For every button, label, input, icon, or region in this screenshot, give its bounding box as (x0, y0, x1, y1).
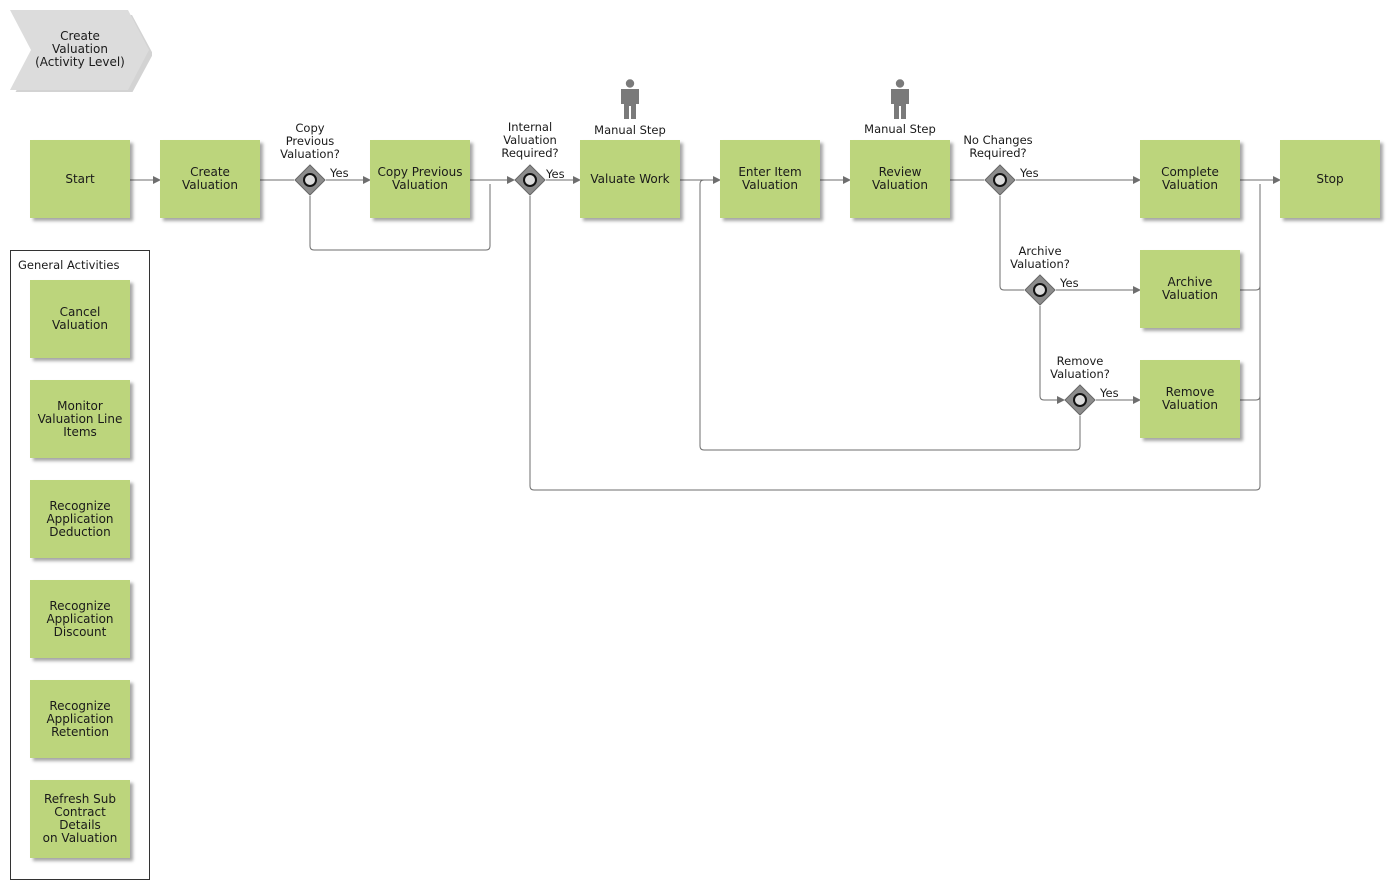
gateway-diamond-icon[interactable] (984, 164, 1016, 196)
process-chevron (10, 10, 152, 92)
flow-gw3-to-gw4 (999, 196, 1024, 291)
gateway-label-copy-previous: Copy Previous Valuation? (280, 121, 340, 161)
process-title: Create Valuation (Activity Level) (35, 29, 125, 69)
gateway-label-archive: Archive Valuation? (1010, 244, 1070, 271)
flow-gw2-bypass (529, 184, 1261, 491)
activity-valuate-work[interactable]: Valuate Work (580, 140, 680, 218)
general-activities-title: General Activities (18, 258, 120, 272)
gateway-label-no-changes: No Changes Required? (963, 133, 1033, 160)
gateway-diamond-icon[interactable] (1024, 274, 1056, 306)
activity-review-valuation[interactable]: Review Valuation (850, 140, 950, 218)
gateway-diamond-icon[interactable] (1064, 384, 1096, 416)
general-activity-item[interactable]: Monitor Valuation Line Items (30, 380, 130, 458)
activity-remove-valuation[interactable]: Remove Valuation (1140, 360, 1240, 438)
flow-label-yes: Yes (330, 166, 349, 180)
gateway-label-internal-valuation: Internal Valuation Required? (501, 120, 559, 160)
activity-start[interactable]: Start (30, 140, 130, 218)
general-activity-item[interactable]: Recognize Application Retention (30, 680, 130, 758)
flow-label-yes: Yes (546, 167, 565, 181)
gateway-diamond-icon[interactable] (514, 164, 546, 196)
gateway-diamond-icon[interactable] (294, 164, 326, 196)
general-activity-item[interactable]: Recognize Application Discount (30, 580, 130, 658)
general-activity-item[interactable]: Cancel Valuation (30, 280, 130, 358)
flow-archive-to-stop (1240, 285, 1261, 291)
person-icon (891, 79, 909, 119)
manual-step-label: Manual Step (594, 123, 666, 137)
general-activity-item[interactable]: Refresh Sub Contract Details on Valuatio… (30, 780, 130, 858)
activity-archive-valuation[interactable]: Archive Valuation (1140, 250, 1240, 328)
flow-label-yes: Yes (1020, 166, 1039, 180)
person-icon (621, 79, 639, 119)
gateway-label-remove: Remove Valuation? (1050, 354, 1110, 381)
flow-gw5-loop-back (699, 179, 1081, 451)
flow-remove-to-stop (1240, 395, 1261, 401)
flow-gw1-bypass (309, 184, 491, 251)
activity-create-valuation[interactable]: Create Valuation (160, 140, 260, 218)
activity-complete-valuation[interactable]: Complete Valuation (1140, 140, 1240, 218)
general-activity-item[interactable]: Recognize Application Deduction (30, 480, 130, 558)
flow-gw4-to-gw5 (1039, 306, 1065, 404)
activity-enter-item-valuation[interactable]: Enter Item Valuation (720, 140, 820, 218)
activity-stop[interactable]: Stop (1280, 140, 1380, 218)
flow-label-yes: Yes (1060, 276, 1079, 290)
manual-step-label: Manual Step (864, 122, 936, 136)
activity-copy-previous-valuation[interactable]: Copy Previous Valuation (370, 140, 470, 218)
flow-label-yes: Yes (1100, 386, 1119, 400)
